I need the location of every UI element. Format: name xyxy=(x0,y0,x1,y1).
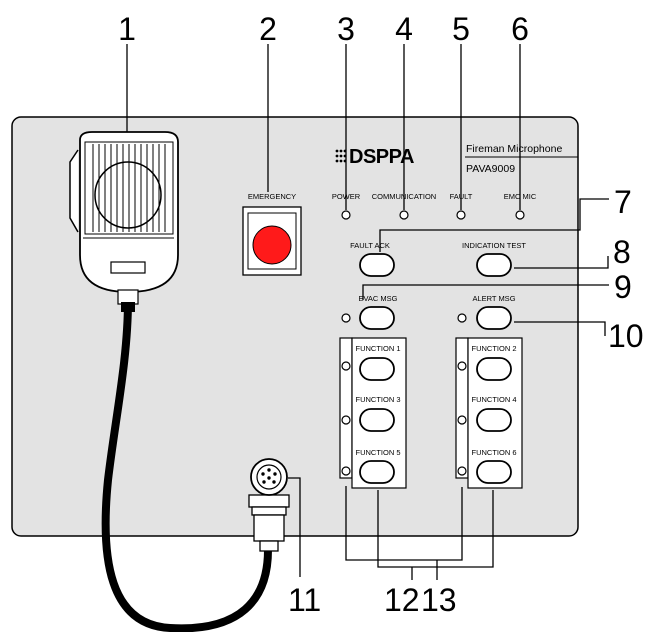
alert-msg-label: ALERT MSG xyxy=(472,294,515,303)
function-4-button[interactable] xyxy=(476,408,512,432)
mic-coiled-cable xyxy=(101,299,272,632)
branding: DSPPA Fireman Microphone PAVA9009 xyxy=(335,143,578,175)
connector-pins-icon xyxy=(261,468,277,484)
callout-9: 9 xyxy=(614,269,632,305)
indication-test-button[interactable] xyxy=(476,253,512,277)
mic-grille-ribs xyxy=(92,144,166,232)
emergency-section: EMERGENCY xyxy=(242,192,302,276)
connector-boot xyxy=(259,540,279,552)
callout-3: 3 xyxy=(337,11,355,47)
mic-side-switch xyxy=(69,149,79,233)
communication-label: COMMUNICATION xyxy=(372,192,436,201)
fault-label: FAULT xyxy=(450,192,473,201)
function-1-label: FUNCTION 1 xyxy=(356,344,401,353)
communication-led xyxy=(399,210,409,220)
evac-msg-led xyxy=(341,313,351,323)
emergency-button-frame xyxy=(247,212,297,270)
connector-collar xyxy=(248,494,290,508)
led-strip-right xyxy=(455,337,469,479)
function-group-left: FUNCTION 1 FUNCTION 3 FUNCTION 5 xyxy=(339,337,407,489)
function-6-led xyxy=(457,466,467,476)
mic-capsule xyxy=(94,161,162,229)
callout-13: 13 xyxy=(421,582,457,618)
connector-sleeve xyxy=(253,514,285,542)
fault-ack-label: FAULT ACK xyxy=(350,241,390,250)
handheld-microphone xyxy=(69,131,272,632)
function-3-label: FUNCTION 3 xyxy=(356,395,401,404)
emc-mic-led xyxy=(515,210,525,220)
function-4-label: FUNCTION 4 xyxy=(472,395,517,404)
emergency-label: EMERGENCY xyxy=(248,192,296,201)
brand-logo: DSPPA xyxy=(349,146,414,168)
callout-4: 4 xyxy=(395,11,413,47)
function-1-button[interactable] xyxy=(359,357,395,381)
alert-msg-button[interactable] xyxy=(476,306,512,330)
alert-msg-led xyxy=(457,313,467,323)
function-2-button[interactable] xyxy=(476,357,512,381)
callout-11: 11 xyxy=(288,582,321,618)
function-4-led xyxy=(457,415,467,425)
mic-ptt-switch xyxy=(110,261,146,274)
indication-test-label: INDICATION TEST xyxy=(462,241,526,250)
power-label: POWER xyxy=(332,192,361,201)
evac-msg-button[interactable] xyxy=(359,306,395,330)
callout-6: 6 xyxy=(511,11,529,47)
connector-ring xyxy=(251,506,287,516)
emergency-button[interactable] xyxy=(252,225,292,265)
function-group-right: FUNCTION 2 FUNCTION 4 FUNCTION 6 xyxy=(455,337,523,489)
callout-1: 1 xyxy=(118,11,136,47)
emc-mic-label: EMC MIC xyxy=(504,192,537,201)
callout-8: 8 xyxy=(613,234,631,270)
power-led xyxy=(341,210,351,220)
product-model: PAVA9009 xyxy=(466,163,515,175)
function-6-label: FUNCTION 6 xyxy=(472,448,517,457)
fault-ack-button[interactable] xyxy=(359,253,395,277)
function-5-button[interactable] xyxy=(359,460,395,484)
mic-strain-relief xyxy=(117,289,139,305)
mic-cable-boot xyxy=(121,302,135,312)
logo-dots-icon xyxy=(335,149,347,163)
function-5-label: FUNCTION 5 xyxy=(356,448,401,457)
callout-7: 7 xyxy=(614,184,632,220)
status-indicators: POWER COMMUNICATION FAULT EMC MIC xyxy=(332,192,537,220)
callout-12: 12 xyxy=(384,582,420,618)
fault-led xyxy=(456,210,466,220)
mic-connector xyxy=(248,458,290,552)
callout-10: 10 xyxy=(608,318,644,354)
product-name: Fireman Microphone xyxy=(466,143,562,155)
callout-5: 5 xyxy=(452,11,470,47)
control-buttons: FAULT ACK INDICATION TEST EVAC MSG ALERT… xyxy=(341,241,526,330)
function-2-led xyxy=(457,361,467,371)
callout-numbers: 1 2 3 4 5 6 7 8 9 10 11 12 13 xyxy=(118,11,643,618)
function-3-led xyxy=(341,415,351,425)
led-strip-left xyxy=(339,337,353,479)
function-2-label: FUNCTION 2 xyxy=(472,344,517,353)
function-3-button[interactable] xyxy=(359,408,395,432)
callout-2: 2 xyxy=(259,11,277,47)
function-5-led xyxy=(341,466,351,476)
function-6-button[interactable] xyxy=(476,460,512,484)
function-1-led xyxy=(341,361,351,371)
evac-msg-label: EVAC MSG xyxy=(358,294,397,303)
callout-leaders xyxy=(126,44,609,580)
